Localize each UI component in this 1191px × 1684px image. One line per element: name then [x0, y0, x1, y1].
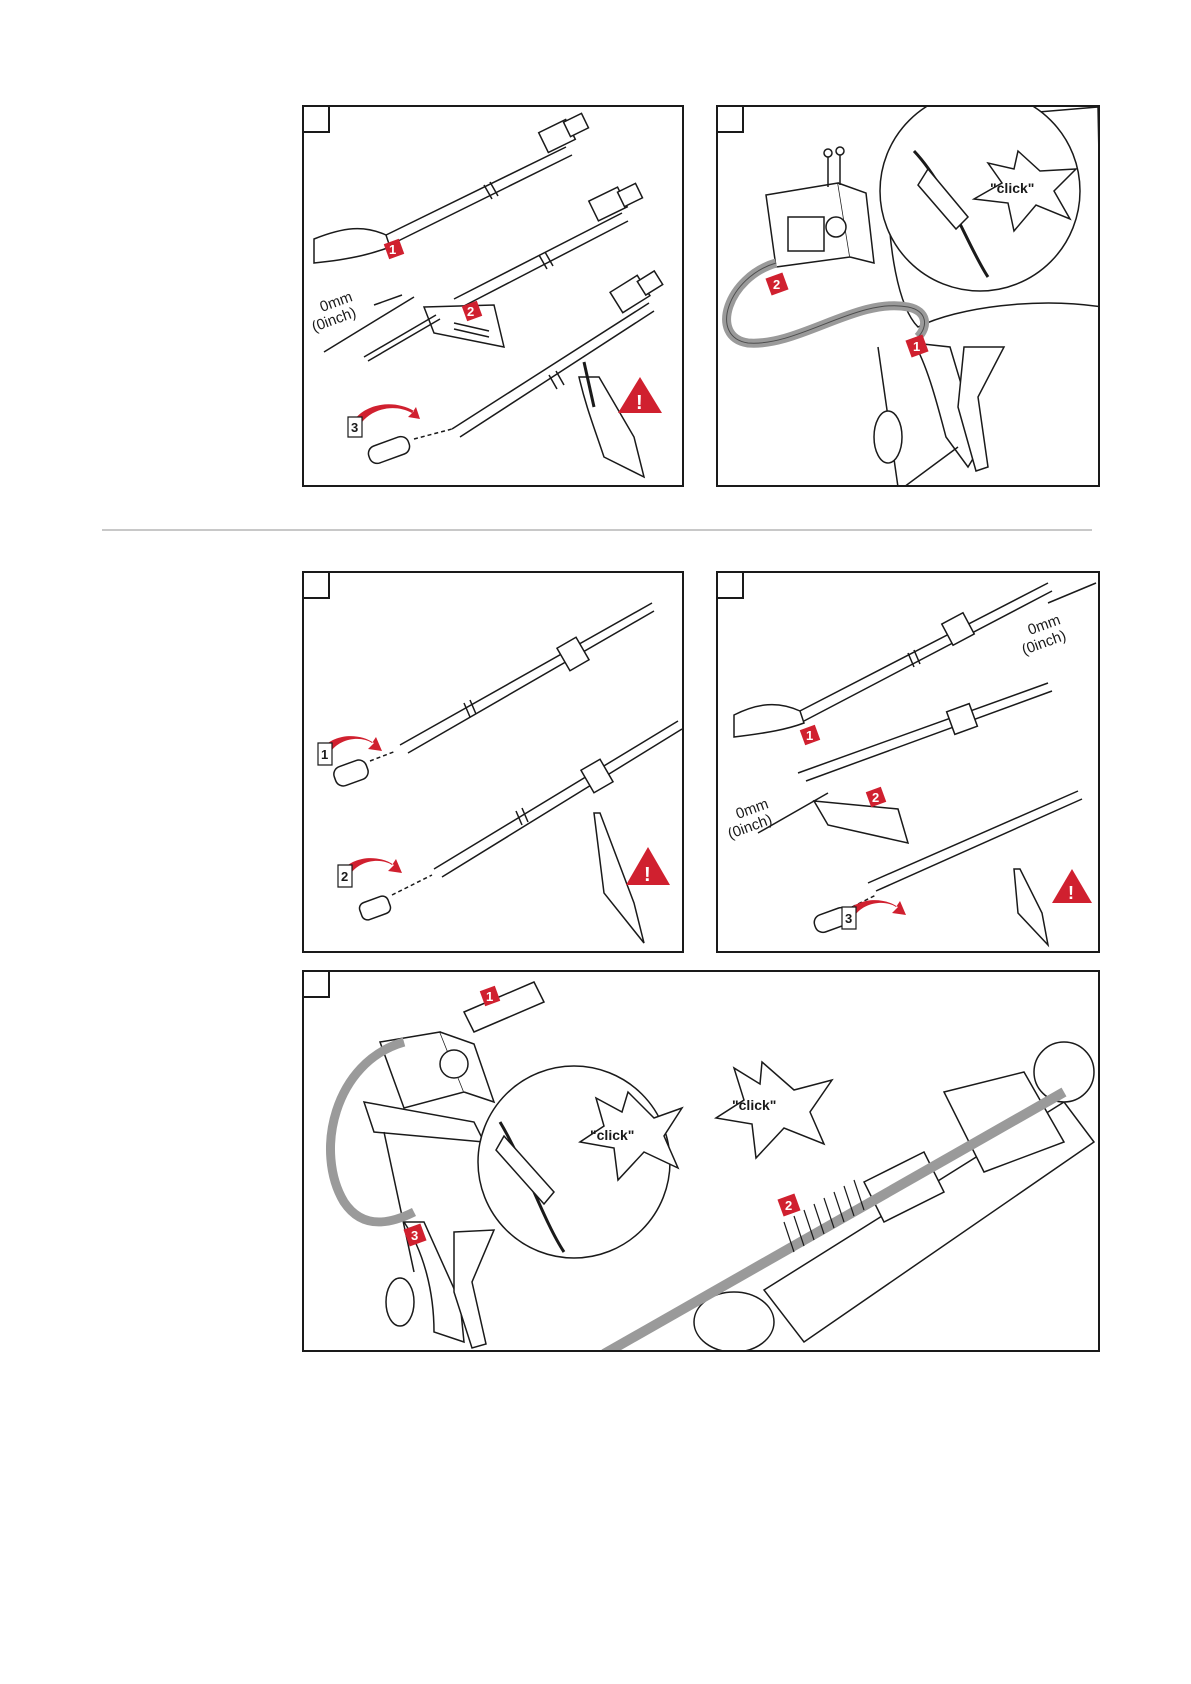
step-2-label: 2 — [872, 790, 879, 805]
step-1-label: 1 — [486, 989, 493, 1004]
step-number-box — [304, 107, 330, 133]
step-3-label: 3 — [845, 911, 852, 926]
svg-text:!: ! — [636, 392, 643, 414]
step-number-box — [718, 107, 744, 133]
step-number-box — [718, 573, 744, 599]
illustration-panel-4: 1 2 3 ! 0mm (0inch) 0mm (0inch) — [716, 571, 1100, 953]
step-1-label: 1 — [806, 728, 813, 743]
step-2-label: 2 — [341, 869, 348, 884]
wirefeeder-connection-illustration: "click" 2 1 — [718, 107, 1100, 487]
step-2-label: 2 — [467, 304, 474, 319]
illustration-panel-1: 1 2 3 ! 0mm (0inch) — [302, 105, 684, 487]
illustration-panel-3: 1 2 ! — [302, 571, 684, 953]
liner-cut-illustration: 1 2 3 ! 0mm (0inch) — [304, 107, 684, 487]
step-2-label: 2 — [785, 1198, 792, 1213]
step-1-label: 1 — [913, 339, 920, 354]
illustration-panel-2: "click" 2 1 — [716, 105, 1100, 487]
click-label-right: "click" — [732, 1097, 776, 1113]
click-label: "click" — [990, 180, 1034, 196]
illustration-panel-5: "click" "click" 1 2 3 — [302, 970, 1100, 1352]
torch-assembly-illustration: "click" "click" 1 2 3 — [304, 972, 1100, 1352]
step-1-label: 1 — [389, 242, 396, 257]
step-2-label: 2 — [773, 277, 780, 292]
inner-liner-illustration: 1 2 ! — [304, 573, 684, 953]
step-1-label: 1 — [321, 747, 328, 762]
step-number-box — [304, 573, 330, 599]
click-label-left: "click" — [590, 1127, 634, 1143]
svg-text:!: ! — [1068, 883, 1074, 903]
step-3-label: 3 — [351, 420, 358, 435]
step-number-box — [304, 972, 330, 998]
step-3-label: 3 — [411, 1228, 418, 1243]
svg-text:!: ! — [644, 864, 651, 886]
liner-trim-illustration: 1 2 3 ! 0mm (0inch) 0mm (0inch) — [718, 573, 1100, 953]
section-divider — [102, 529, 1092, 531]
